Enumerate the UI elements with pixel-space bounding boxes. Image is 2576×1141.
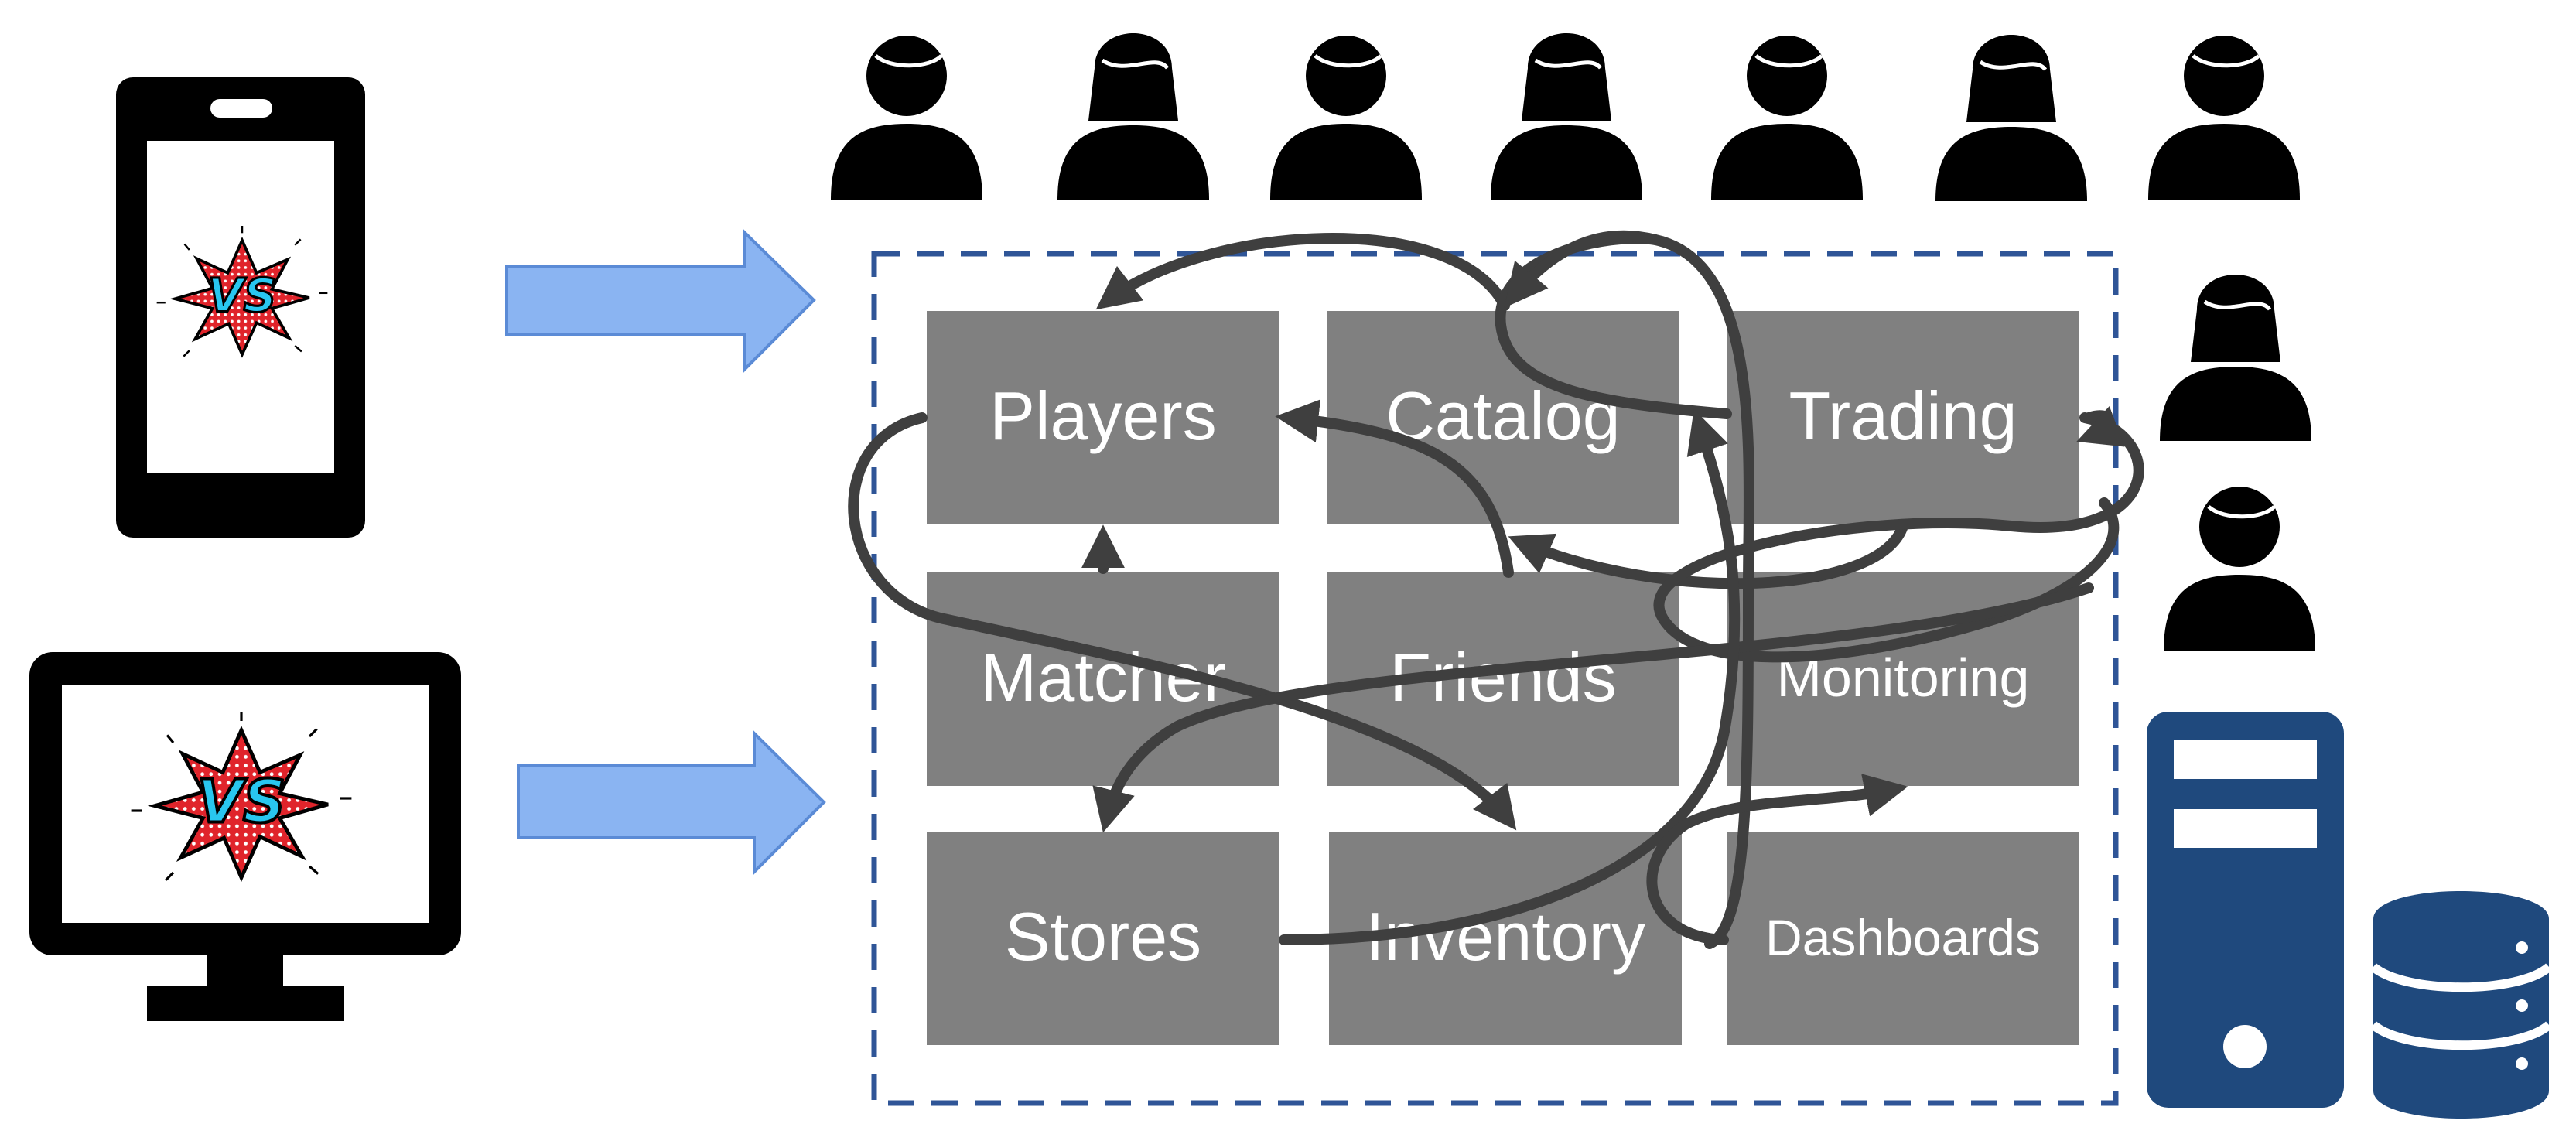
service-tile-stores: Stores [927,832,1279,1045]
connector-trading-to-trading-right [2076,406,2125,447]
connector-players-loop-to-inventory [848,412,1517,831]
smartphone-icon [116,77,365,538]
connector-monitoring-to-stores [1092,582,2094,833]
database-icon [2370,891,2552,1119]
service-label-stores: Stores [1005,898,1201,975]
service-label-dashboards: Dashboards [1765,909,2041,966]
desktop-monitor-icon [29,652,461,1021]
person-male-icon [2148,36,2300,200]
service-label-players: Players [989,377,1216,454]
connector-trading-loop-to-catalog [1495,233,1754,949]
person-female-icon [1057,33,1209,200]
service-tile-players: Players [927,311,1279,524]
connector-friends-to-players [1275,399,1514,578]
person-male-icon [1270,36,1422,200]
connector-stores-to-trading [1279,409,1741,945]
person-male-icon [2164,487,2315,651]
service-label-trading: Trading [1789,377,2017,454]
people-group [831,33,2315,651]
person-female-icon [2160,275,2311,441]
service-tile-dashboards: Dashboards [1727,832,2079,1045]
person-male-icon [1711,36,1863,200]
service-boundary [871,251,2119,1106]
request-arrow-mobile [505,228,816,374]
person-female-icon [1491,33,1642,200]
person-male-icon [831,36,982,200]
request-arrow-desktop [517,729,826,876]
connector-catalog-to-players [1095,233,1510,311]
server-tower-icon [2147,712,2344,1108]
connector-trading-to-friends [1508,521,1908,589]
connector-dashboards-to-monitoring [1646,774,1908,945]
service-connectors [848,230,2144,949]
service-tile-trading: Trading [1727,311,2079,524]
person-female-icon [1935,35,2087,201]
connector-to-catalog-top [1504,230,1661,308]
